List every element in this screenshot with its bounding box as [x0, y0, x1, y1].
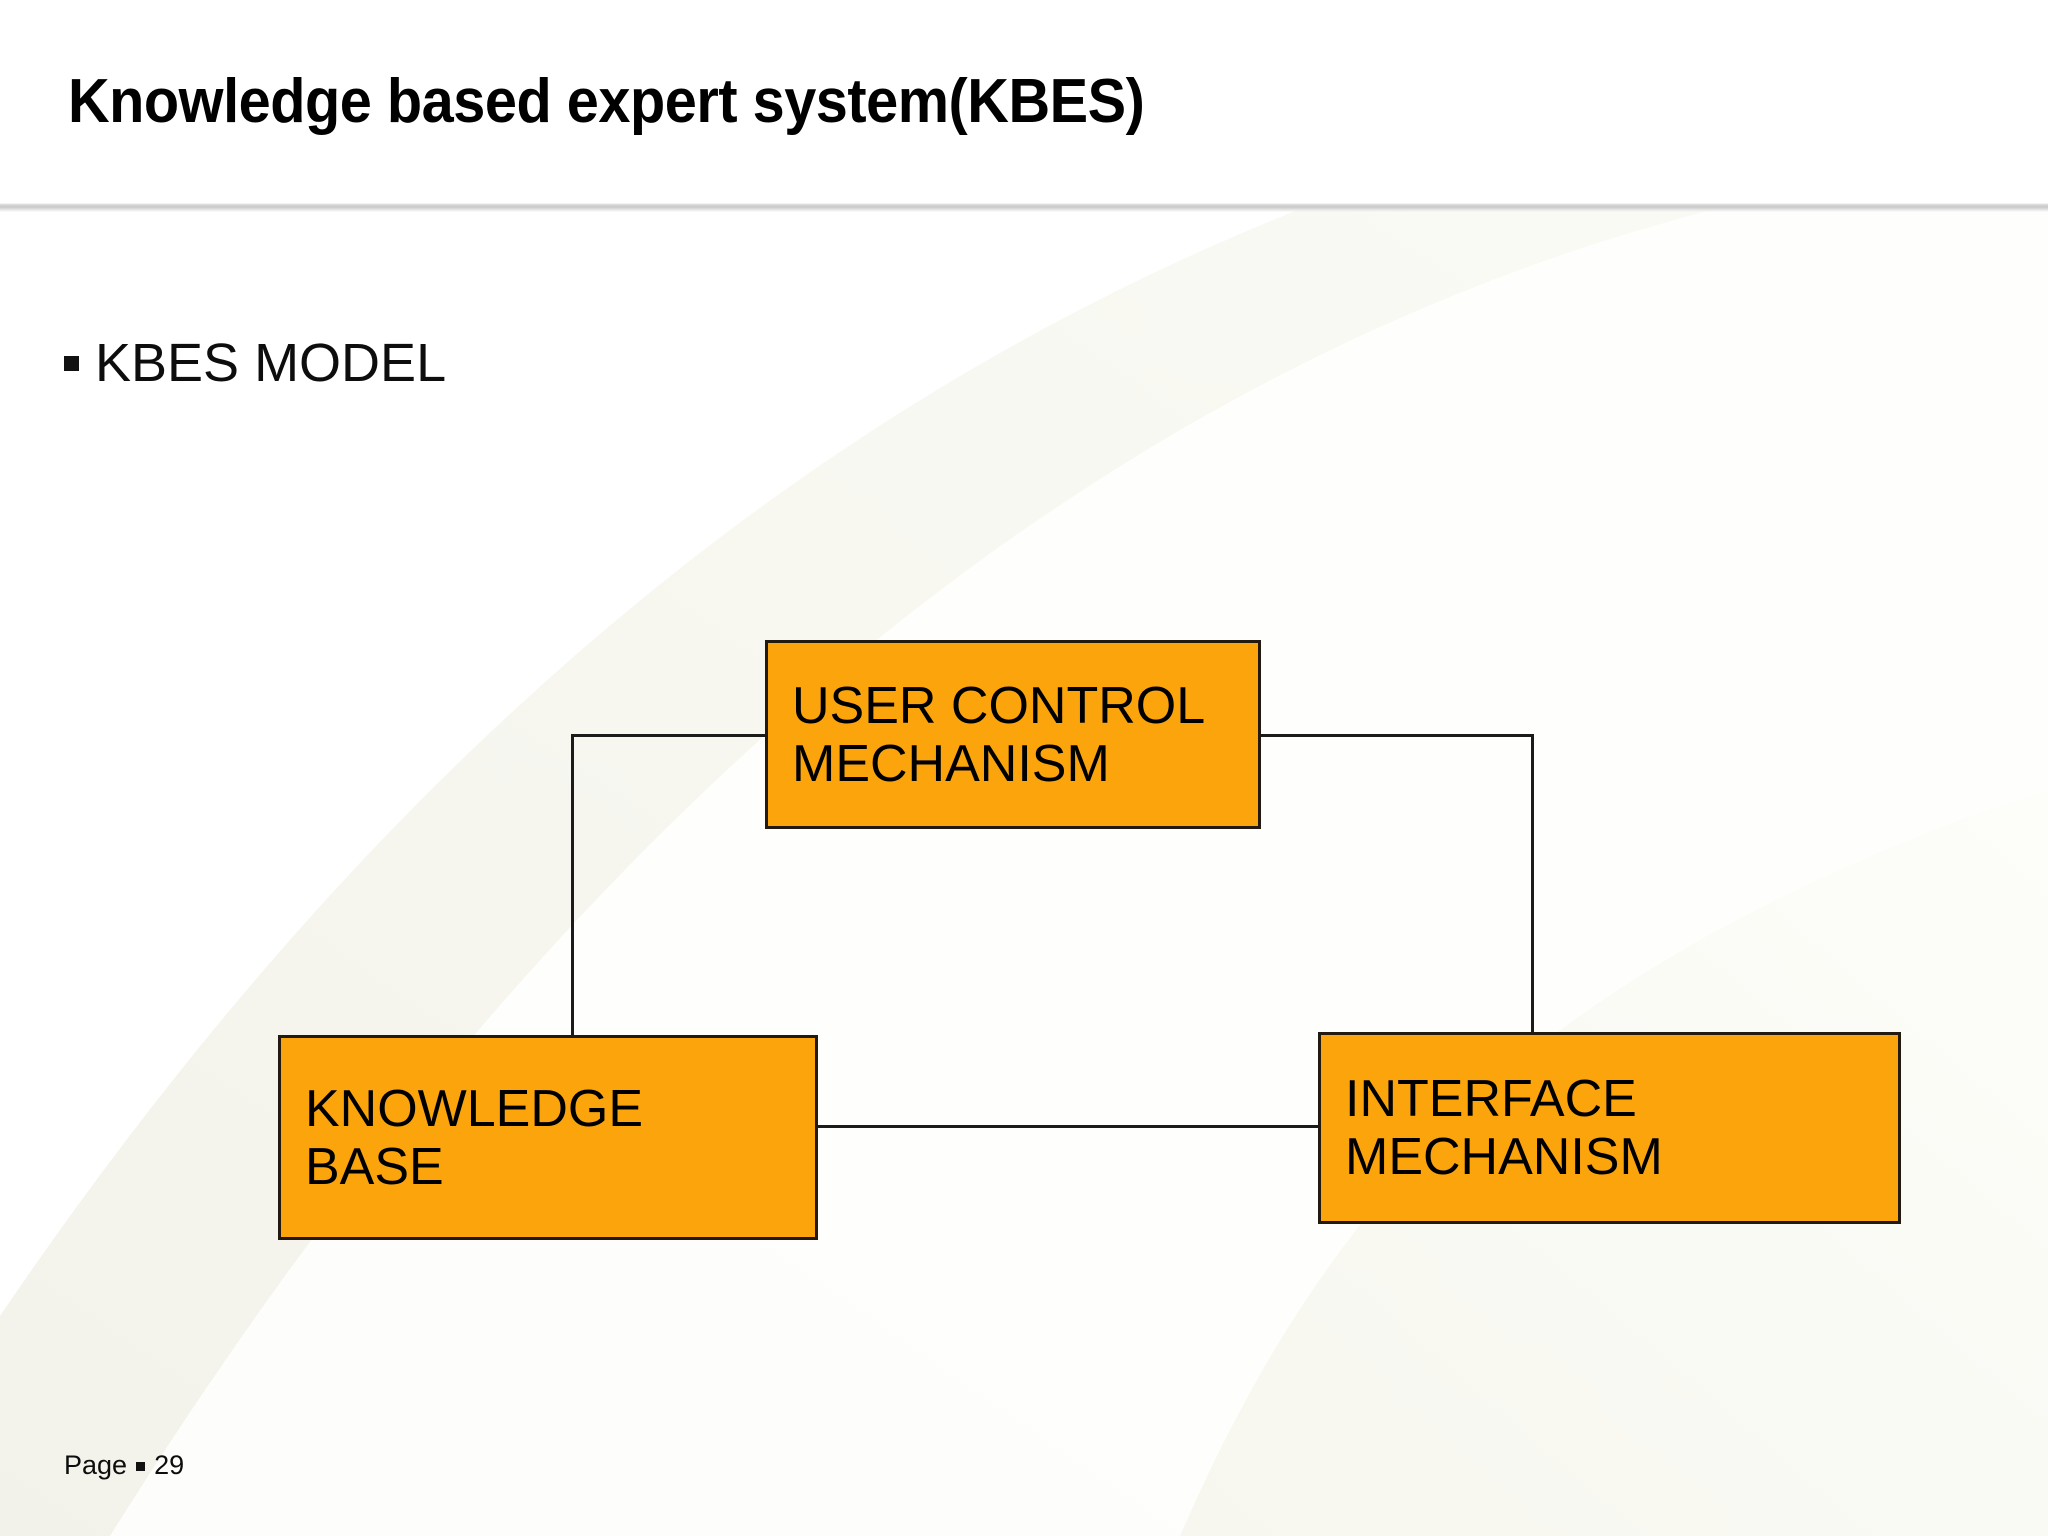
footer-page-label: Page — [64, 1450, 128, 1480]
bullet-item-label: KBES MODEL — [95, 333, 447, 393]
connector-user-control-to-knowledge-base-vertical — [571, 734, 574, 1037]
connector-user-control-to-interface-vertical — [1531, 734, 1534, 1034]
connector-user-control-to-interface-horizontal — [1259, 734, 1534, 737]
diagram-node-knowledge-base[interactable]: KNOWLEDGE BASE — [278, 1035, 818, 1240]
diagram-node-label: KNOWLEDGE BASE — [305, 1079, 644, 1196]
diagram-node-label: INTERFACE MECHANISM — [1345, 1069, 1663, 1186]
bullet-list-item: KBES MODEL — [64, 336, 446, 390]
slide-footer: Page 29 — [64, 1450, 184, 1481]
header-divider — [0, 203, 2048, 212]
page-title: Knowledge based expert system(KBES) — [68, 67, 1145, 136]
square-bullet-icon — [64, 355, 79, 371]
diagram-node-user-control-mechanism[interactable]: USER CONTROL MECHANISM — [765, 640, 1261, 829]
connector-knowledge-base-to-interface — [816, 1125, 1320, 1128]
slide-header: Knowledge based expert system(KBES) — [0, 0, 2048, 212]
footer-square-bullet-icon — [136, 1462, 146, 1471]
footer-page-number: 29 — [154, 1450, 185, 1480]
diagram-node-interface-mechanism[interactable]: INTERFACE MECHANISM — [1318, 1032, 1901, 1224]
connector-user-control-to-knowledge-base-horizontal — [571, 734, 767, 737]
diagram-node-label: USER CONTROL MECHANISM — [792, 676, 1206, 793]
